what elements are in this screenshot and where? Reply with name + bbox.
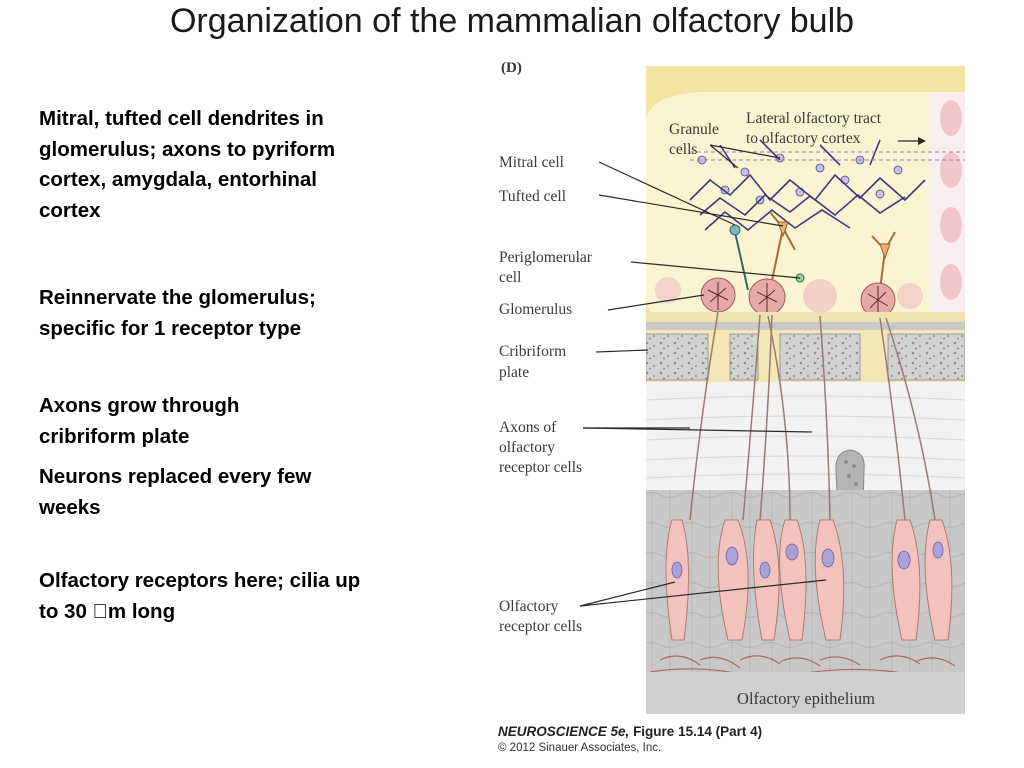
bullet-neurons-replaced: Neurons replaced every few weeks xyxy=(39,465,312,519)
bullet-mitral-tufted: Mitral, tufted cell dendrites in glomeru… xyxy=(39,107,336,222)
label-glomerulus: Glomerulus xyxy=(499,301,572,318)
label-granule-cells-2: cells xyxy=(669,141,697,158)
label-axons-3: receptor cells xyxy=(499,459,582,476)
label-granule-cells: Granule xyxy=(669,121,719,138)
label-periglomerular-cell: Periglomerular xyxy=(499,249,593,266)
label-receptor-cells-2: receptor cells xyxy=(499,618,582,635)
bulb-inner-layer xyxy=(646,92,965,326)
granule-cells xyxy=(697,153,903,205)
margin-cell xyxy=(940,152,962,188)
cribriform-bone xyxy=(646,333,709,381)
label-axons: Axons of xyxy=(499,419,557,436)
label-tufted-cell: Tufted cell xyxy=(499,188,566,205)
granule-dendrites xyxy=(689,139,926,232)
label-axons-2: olfactory xyxy=(499,439,555,456)
label-receptor-cells: Olfactory xyxy=(499,598,559,615)
label-mitral-cell: Mitral cell xyxy=(499,154,564,171)
slide-title: Organization of the mammalian olfactory … xyxy=(169,2,855,40)
credit-figure: Figure 15.14 (Part 4) xyxy=(633,724,763,739)
panel-letter: (D) xyxy=(501,60,522,76)
gland-granules xyxy=(844,460,858,494)
dura-layer xyxy=(646,322,965,330)
lateral-tract-fibers xyxy=(690,151,965,161)
cribriform-bone xyxy=(779,333,861,381)
label-cribriform-plate-2: plate xyxy=(499,364,529,381)
margin-cell xyxy=(940,207,962,243)
mucus-layer xyxy=(646,672,965,714)
bullet-olfactory-receptors: Olfactory receptors here; cilia up to 30… xyxy=(39,569,361,623)
bullet-axons-grow: Axons grow through cribriform plate xyxy=(39,394,240,448)
label-periglomerular-cell-2: cell xyxy=(499,269,521,286)
margin-cell xyxy=(940,264,962,300)
glomeruli xyxy=(655,277,923,318)
figure-credit: NEUROSCIENCE 5e, Figure 15.14 (Part 4) xyxy=(498,724,762,739)
leader-lines xyxy=(579,137,926,607)
receptor-cells xyxy=(665,519,953,641)
label-lateral-olfactory-tract: Lateral olfactory tract xyxy=(746,110,882,127)
margin-cell xyxy=(940,100,962,136)
receptor-axons xyxy=(689,311,936,521)
lamina-fibers xyxy=(646,395,965,479)
copyright: © 2012 Sinauer Associates, Inc. xyxy=(498,742,662,754)
cribriform-bone xyxy=(729,333,759,381)
label-lateral-olfactory-tract-2: to olfactory cortex xyxy=(746,130,861,147)
cribriform-bone xyxy=(887,333,965,381)
label-cribriform-plate: Cribriform xyxy=(499,343,566,360)
bullet-reinnervate: Reinnervate the glomerulus; specific for… xyxy=(39,286,316,340)
label-olfactory-epithelium: Olfactory epithelium xyxy=(737,689,875,708)
credit-book: NEUROSCIENCE 5e, xyxy=(498,724,630,739)
